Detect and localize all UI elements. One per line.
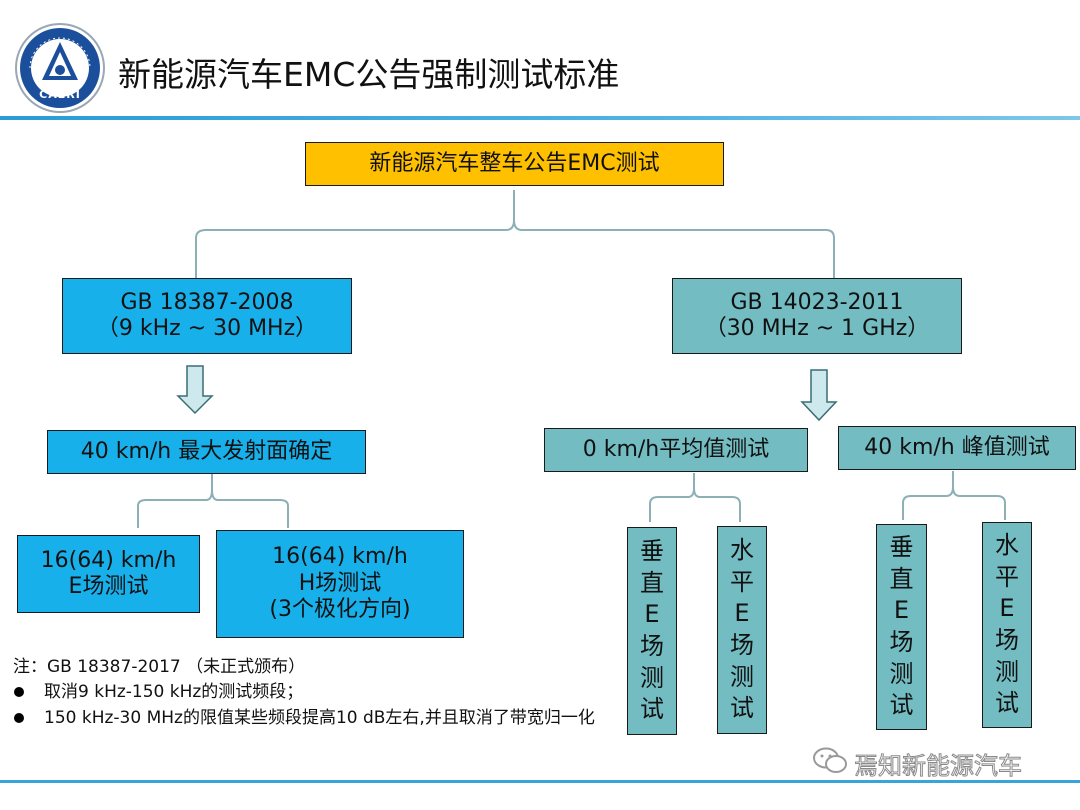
bullet-dot-icon <box>14 713 24 723</box>
frequency-range: （30 MHz ~ 1 GHz） <box>704 316 930 341</box>
peak-test-box: 40 km/h 峰值测试 <box>838 426 1076 470</box>
char: E <box>999 594 1015 623</box>
page-title: 新能源汽车EMC公告强制测试标准 <box>118 55 620 94</box>
char: 测 <box>889 659 914 688</box>
test-label: H场测试 <box>298 570 382 596</box>
e-field-test-box: 16(64) km/h E场测试 <box>17 535 200 613</box>
arrow-down-icon <box>176 365 214 415</box>
speed-label: 16(64) km/h <box>272 544 408 570</box>
bullet-text: 取消9 kHz-150 kHz的测试频段； <box>44 682 304 702</box>
note-bullet: 150 kHz-30 MHz的限值某些频段提高10 dB左右,并且取消了带宽归一… <box>14 707 626 729</box>
note-bullet: 取消9 kHz-150 kHz的测试频段； <box>14 681 614 703</box>
logo-text: CAERI <box>39 88 81 101</box>
char: 试 <box>730 694 754 723</box>
caeri-logo <box>14 22 106 114</box>
standard-gb14023-box: GB 14023-2011 （30 MHz ~ 1 GHz） <box>672 278 962 354</box>
char: 垂 <box>889 532 914 561</box>
char: 平 <box>995 562 1019 591</box>
char: 测 <box>640 663 664 692</box>
char: 场 <box>889 628 914 656</box>
standard-name: GB 18387-2008 <box>120 289 294 315</box>
peak-vertical-e-field-box: 垂 直 E 场 测 试 <box>876 524 927 730</box>
char: 平 <box>730 567 754 596</box>
char: 水 <box>730 535 754 564</box>
char: 场 <box>730 631 754 659</box>
h-field-test-box: 16(64) km/h H场测试 (3个极化方向) <box>216 530 464 638</box>
char: 试 <box>995 689 1019 718</box>
speed-label: 16(64) km/h <box>40 547 177 573</box>
bullet-text: 150 kHz-30 MHz的限值某些频段提高10 dB左右,并且取消了带宽归一… <box>44 708 595 728</box>
char: 测 <box>730 662 754 691</box>
note-heading: 注：GB 18387-2017 （未正式颁布） <box>13 657 306 677</box>
char: 垂 <box>640 536 664 565</box>
peak-horizontal-e-field-box: 水 平 E 场 测 试 <box>982 522 1032 728</box>
char: E <box>734 599 750 628</box>
char: 场 <box>995 626 1019 654</box>
avg-vertical-e-field-box: 垂 直 E 场 测 试 <box>627 527 677 735</box>
char: 场 <box>640 632 664 660</box>
test-label: E场测试 <box>68 574 149 599</box>
char: 水 <box>995 530 1019 559</box>
header-rule <box>0 116 1080 120</box>
char: 测 <box>995 657 1019 686</box>
frequency-range: （9 kHz ~ 30 MHz） <box>96 316 318 341</box>
max-emission-condition-box: 40 km/h 最大发射面确定 <box>47 430 366 474</box>
char: 直 <box>889 564 914 593</box>
standard-gb18387-box: GB 18387-2008 （9 kHz ~ 30 MHz） <box>62 278 352 354</box>
char: E <box>644 600 660 629</box>
standard-name: GB 14023-2011 <box>730 289 904 315</box>
polarization-label: (3个极化方向) <box>269 597 411 623</box>
char: 直 <box>640 568 664 597</box>
avg-horizontal-e-field-box: 水 平 E 场 测 试 <box>717 526 767 734</box>
footer-rule <box>0 780 1080 783</box>
char: 试 <box>889 691 914 720</box>
average-test-box: 0 km/h平均值测试 <box>544 428 808 472</box>
arrow-down-icon <box>800 369 838 422</box>
bullet-dot-icon <box>14 687 24 697</box>
watermark-text: 焉知新能源汽车 <box>854 752 1023 781</box>
char: E <box>893 596 910 625</box>
root-node: 新能源汽车整车公告EMC测试 <box>305 142 724 186</box>
char: 试 <box>640 695 664 724</box>
wechat-icon <box>812 746 848 776</box>
